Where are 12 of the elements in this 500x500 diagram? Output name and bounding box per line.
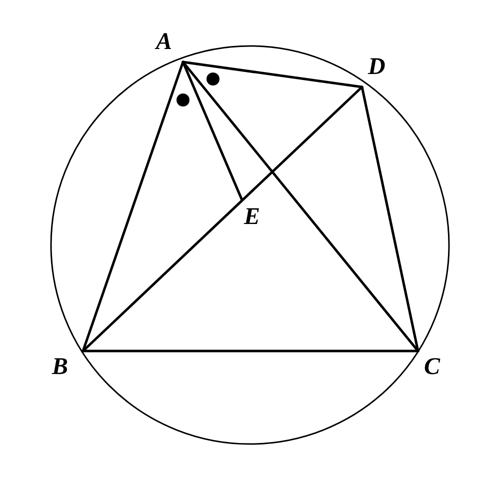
point-label: D — [368, 55, 386, 79]
line-segment — [82, 60, 184, 352]
point-label: E — [244, 205, 260, 229]
line-segment — [360, 86, 420, 352]
line-segment — [182, 60, 244, 202]
line-segment — [82, 350, 420, 352]
point-label: A — [156, 30, 172, 54]
point-label: B — [52, 355, 68, 379]
line-segment — [82, 86, 364, 352]
line-segment — [182, 60, 420, 352]
point-label: C — [424, 355, 440, 379]
line-segment — [182, 60, 364, 88]
